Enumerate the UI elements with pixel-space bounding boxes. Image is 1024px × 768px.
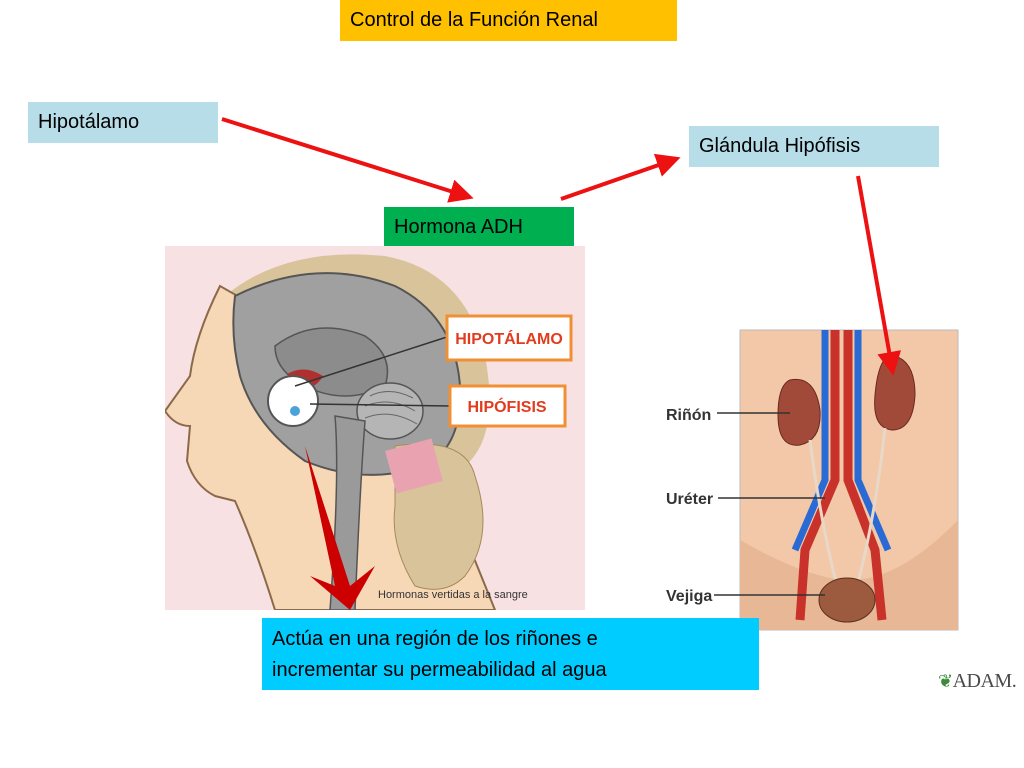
hormones-caption: Hormonas vertidas a la sangre bbox=[378, 589, 528, 601]
adam-leaf-icon: ❦ bbox=[938, 671, 953, 691]
hipofisis-label: HIPÓFISIS bbox=[467, 397, 546, 416]
hipotalamo-label: HIPOTÁLAMO bbox=[455, 329, 563, 348]
head-brain-illustration: HIPOTÁLAMO HIPÓFISIS Hormonas vertidas a… bbox=[165, 246, 585, 610]
diagram-title: Control de la Función Renal bbox=[340, 0, 677, 41]
action-line-1: Actúa en una región de los riñones e bbox=[272, 628, 598, 650]
action-description-box: Actúa en una región de los riñones e inc… bbox=[262, 618, 759, 690]
arrow-adh-to-hipofisis bbox=[560, 153, 681, 201]
adam-logo: ❦ADAM. bbox=[938, 670, 1017, 693]
ureter-label: Uréter bbox=[666, 491, 713, 508]
vejiga-label: Vejiga bbox=[666, 588, 712, 605]
arrow-hipotalamo-to-adh bbox=[221, 117, 474, 203]
action-line-2: incrementar su permeabilidad al agua bbox=[272, 659, 607, 681]
kidney-urinary-illustration: Riñón Uréter Vejiga bbox=[666, 329, 959, 631]
adh-hormone-node: Hormona ADH bbox=[384, 207, 574, 248]
hipofisis-node: Glándula Hipófisis bbox=[689, 126, 939, 167]
hipotalamo-node: Hipotálamo bbox=[28, 102, 218, 143]
arrow-hipofisis-to-kidney bbox=[856, 175, 902, 376]
rinon-label: Riñón bbox=[666, 407, 711, 424]
adam-logo-text: ADAM. bbox=[952, 670, 1017, 692]
